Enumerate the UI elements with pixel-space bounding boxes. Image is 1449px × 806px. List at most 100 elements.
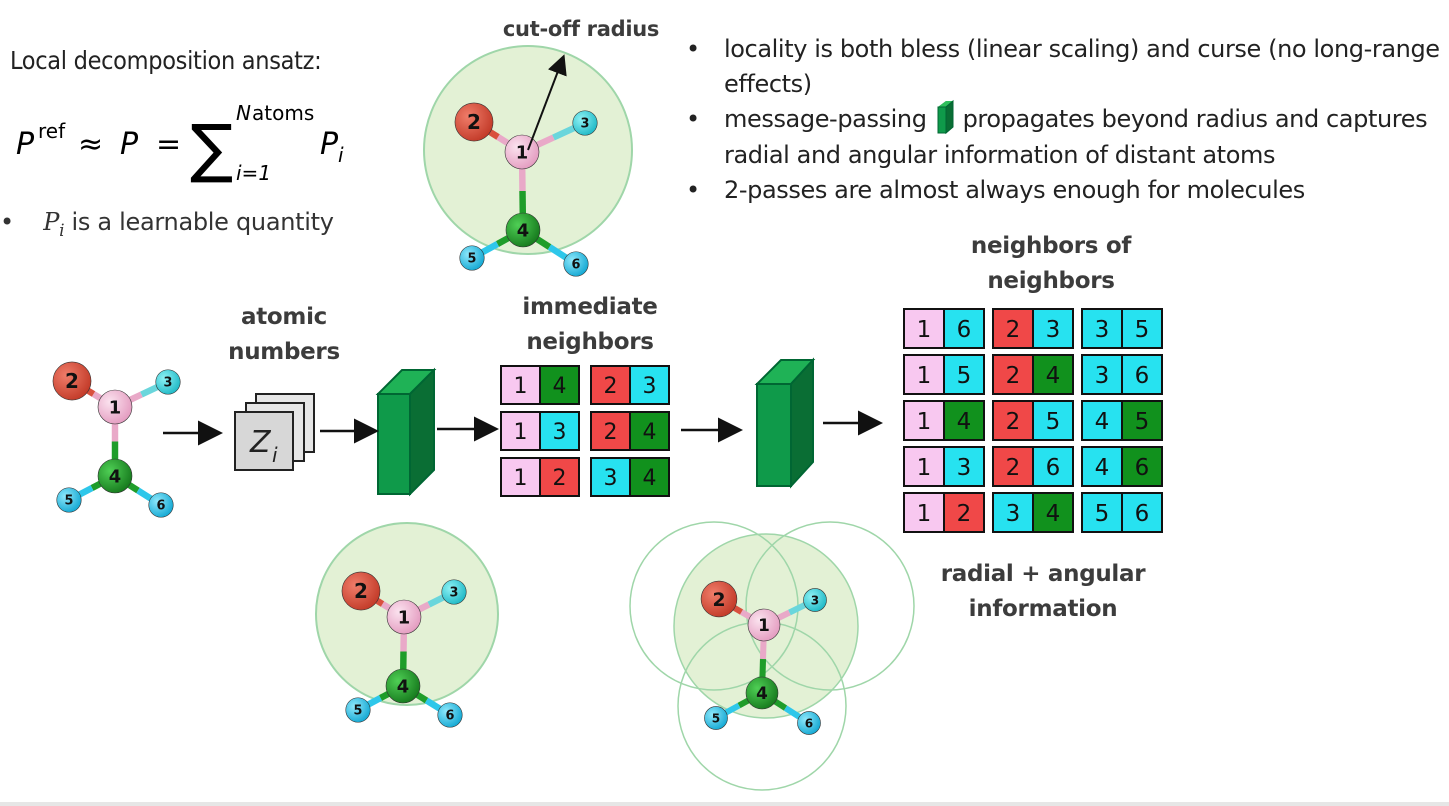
pair-cell-box xyxy=(1121,400,1163,441)
pair-cell-number: 6 xyxy=(1135,363,1150,389)
pair-cell-box xyxy=(903,446,945,487)
atom-3 xyxy=(441,579,467,605)
atom-6 xyxy=(148,492,174,518)
atom-4 xyxy=(385,668,421,704)
pair-cell-number: 6 xyxy=(1135,455,1150,481)
atom-1 xyxy=(386,599,422,635)
atom-label-3: 3 xyxy=(811,593,819,607)
atom-label-2: 2 xyxy=(354,579,368,603)
atom-label-5: 5 xyxy=(354,704,363,719)
atom-4 xyxy=(505,212,541,248)
message-passing-icon xyxy=(937,99,954,135)
pair-cell-number: 4 xyxy=(643,466,657,491)
atom-label-2: 2 xyxy=(467,110,481,134)
pair-cell-number: 1 xyxy=(917,501,932,527)
atom-label-1: 1 xyxy=(516,142,528,163)
atom-3 xyxy=(155,369,181,395)
pair-cell-box xyxy=(1032,308,1074,349)
atom-5 xyxy=(704,706,728,730)
pair-cell-number: 4 xyxy=(1095,409,1110,435)
learnable-text: is a learnable quantity xyxy=(64,208,334,236)
pair-cell-box xyxy=(943,354,985,395)
atom-label-6: 6 xyxy=(446,709,455,724)
pair-cell-box xyxy=(943,446,985,487)
pair-cell-box xyxy=(903,400,945,441)
pair-cell-number: 1 xyxy=(514,466,528,491)
pair-cell-number: 5 xyxy=(1135,317,1150,343)
pair-cell-box xyxy=(992,492,1034,533)
atom-label-2: 2 xyxy=(712,590,725,611)
pair-cell-box xyxy=(1032,400,1074,441)
pair-cell-number: 5 xyxy=(957,363,972,389)
pair-cell-number: 1 xyxy=(917,363,932,389)
pair-cell-number: 3 xyxy=(1095,317,1110,343)
atom-label-6: 6 xyxy=(805,716,813,730)
pair-cell-number: 5 xyxy=(1095,501,1110,527)
pair-cell-number: 2 xyxy=(1006,409,1021,435)
formula-term: P xyxy=(320,127,339,162)
pair-cell-number: 2 xyxy=(553,466,567,491)
pi-sub: i xyxy=(59,220,65,241)
atom-label-4: 4 xyxy=(397,676,409,697)
pair-cell-box xyxy=(992,354,1034,395)
pair-cell-box xyxy=(1081,308,1123,349)
atom-3 xyxy=(803,588,827,612)
pair-cell-number: 2 xyxy=(604,374,618,399)
zi-symbol: Z xyxy=(249,425,272,460)
atom-2 xyxy=(341,571,381,611)
pair-cell-box xyxy=(500,411,541,451)
pair-cell-number: 2 xyxy=(957,501,972,527)
atom-label-6: 6 xyxy=(157,499,166,514)
pair-cell-number: 3 xyxy=(553,420,567,445)
atom-label-2: 2 xyxy=(65,369,79,393)
pair-cell-box xyxy=(1032,446,1074,487)
atom-2 xyxy=(454,102,494,142)
pair-cell-box xyxy=(943,308,985,349)
formula-term-sub: i xyxy=(338,143,344,167)
atom-label-6: 6 xyxy=(572,258,581,273)
pair-cell-number: 3 xyxy=(957,455,972,481)
atom-label-3: 3 xyxy=(450,586,459,601)
pair-cell-number: 4 xyxy=(643,420,657,445)
pair-cell-box xyxy=(539,411,580,451)
formula-eq: = xyxy=(156,127,181,162)
pair-cell-box xyxy=(629,365,670,405)
atom-5 xyxy=(459,245,485,271)
atom-label-5: 5 xyxy=(468,252,477,267)
intro-text: Local decomposition ansatz: xyxy=(10,46,322,75)
pair-cell-box xyxy=(1081,446,1123,487)
decomposition-formula: P ref ≈ P = ∑ N atoms i=1 P i xyxy=(16,101,344,186)
pair-cell-box xyxy=(903,354,945,395)
formula-lhs-sup: ref xyxy=(38,119,66,143)
pi-symbol: P xyxy=(43,208,60,236)
atom-2 xyxy=(52,361,92,401)
atom-4 xyxy=(97,458,133,494)
radial-angular-heading: radial + angular information xyxy=(940,561,1146,622)
zi-stack-icon: Z i xyxy=(234,393,315,471)
pair-cell-number: 2 xyxy=(604,420,618,445)
atom-5 xyxy=(345,697,371,723)
pair-cell-number: 6 xyxy=(1046,455,1061,481)
pair-cell-number: 6 xyxy=(1135,501,1150,527)
atom-label-5: 5 xyxy=(712,711,720,725)
pair-cell-number: 4 xyxy=(1046,363,1061,389)
